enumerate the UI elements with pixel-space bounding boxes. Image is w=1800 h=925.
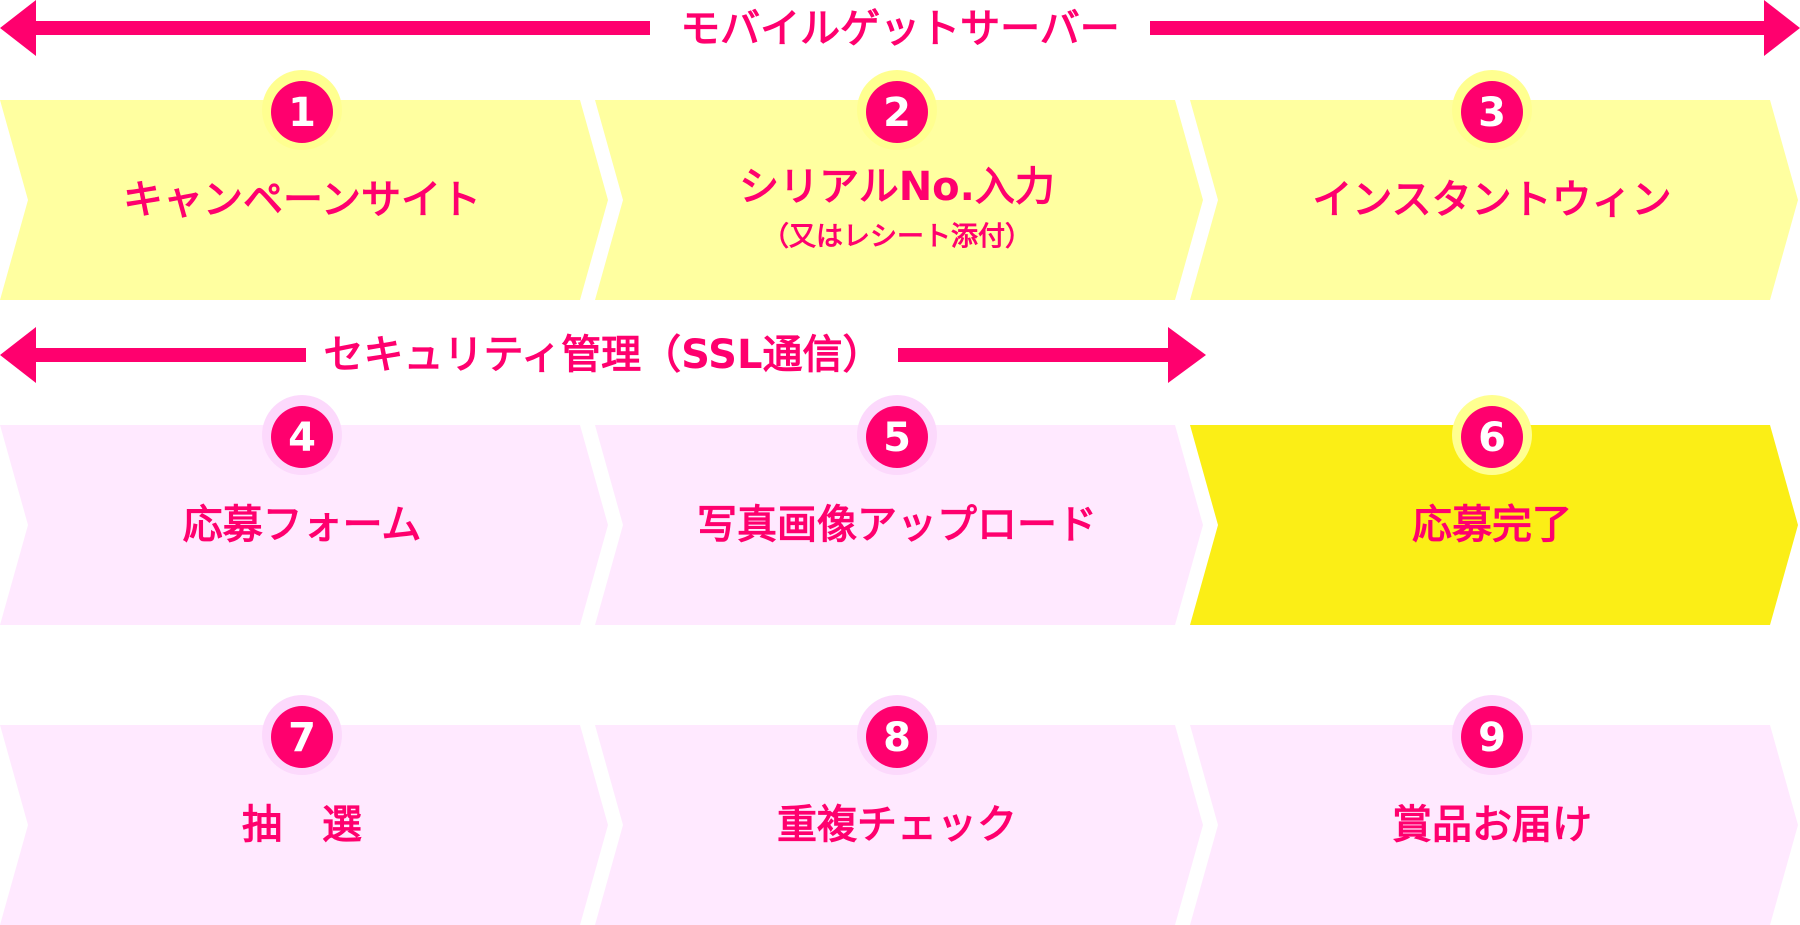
step-number-badge <box>1461 406 1523 468</box>
arrow-head-right <box>1168 327 1206 383</box>
step-8: 8 重複チェック <box>595 695 1203 925</box>
step-3: 3 インスタントウィン <box>1190 70 1798 300</box>
step-number: 1 <box>288 90 316 136</box>
step-number: 8 <box>883 715 911 761</box>
arrow-shaft-left <box>30 348 306 362</box>
arrow-label-security: セキュリティ管理（SSL通信） <box>324 332 883 378</box>
step-title: インスタントウィン <box>1312 177 1671 223</box>
step-number-badge <box>1461 81 1523 143</box>
arrow-head-left <box>0 327 36 383</box>
step-chevron <box>0 725 608 925</box>
arrow-shaft-right <box>1150 21 1770 35</box>
step-6: 6 応募完了 <box>1190 395 1798 625</box>
arrow-label-mobile-get-server: モバイルゲットサーバー <box>680 6 1120 52</box>
step-title: 重複チェック <box>777 802 1017 848</box>
step-number-badge <box>1461 706 1523 768</box>
step-chevron <box>595 425 1203 625</box>
step-number-badge <box>271 81 333 143</box>
step-chevron <box>595 725 1203 925</box>
step-number: 7 <box>288 715 316 761</box>
step-title: 抽 選 <box>242 802 362 848</box>
step-title: キャンペーンサイト <box>123 177 481 223</box>
arrow-security: セキュリティ管理（SSL通信） <box>0 327 1206 383</box>
step-chevron <box>0 425 608 625</box>
arrow-mobile-get-server: モバイルゲットサーバー <box>0 0 1800 56</box>
step-number-badge <box>866 406 928 468</box>
step-chevron <box>595 100 1203 300</box>
step-title: 写真画像アップロード <box>697 502 1097 548</box>
arrow-head-right <box>1764 0 1800 56</box>
step-number: 5 <box>883 415 911 461</box>
step-number-badge <box>271 706 333 768</box>
step-2: 2 シリアルNo.入力 （又はレシート添付） <box>595 70 1203 300</box>
step-title: シリアルNo.入力 <box>739 164 1055 210</box>
step-chevron <box>1190 100 1798 300</box>
arrow-shaft-right <box>898 348 1174 362</box>
step-subtitle: （又はレシート添付） <box>762 222 1032 253</box>
step-4: 4 応募フォーム <box>0 395 608 625</box>
step-number-badge <box>866 706 928 768</box>
step-number: 9 <box>1478 715 1506 761</box>
step-chevron <box>0 100 608 300</box>
steps-grid: 1 キャンペーンサイト 2 シリアルNo.入力 （又はレシート添付） 3 インスタントウィン… <box>0 70 1798 925</box>
step-number: 6 <box>1478 415 1506 461</box>
step-title: 応募フォーム <box>183 502 422 548</box>
step-number-badge <box>866 81 928 143</box>
step-number-badge <box>271 406 333 468</box>
step-chevron <box>1190 725 1798 925</box>
step-number: 3 <box>1478 90 1506 136</box>
step-title: 応募完了 <box>1412 502 1572 548</box>
step-5: 5 写真画像アップロード <box>595 395 1203 625</box>
step-1: 1 キャンペーンサイト <box>0 70 608 300</box>
step-title: 賞品お届け <box>1392 802 1592 848</box>
step-number: 4 <box>288 415 316 461</box>
step-chevron <box>1190 425 1798 625</box>
arrow-shaft-left <box>30 21 650 35</box>
step-7: 7 抽 選 <box>0 695 608 925</box>
step-number: 2 <box>883 90 911 136</box>
arrow-head-left <box>0 0 36 56</box>
step-9: 9 賞品お届け <box>1190 695 1798 925</box>
